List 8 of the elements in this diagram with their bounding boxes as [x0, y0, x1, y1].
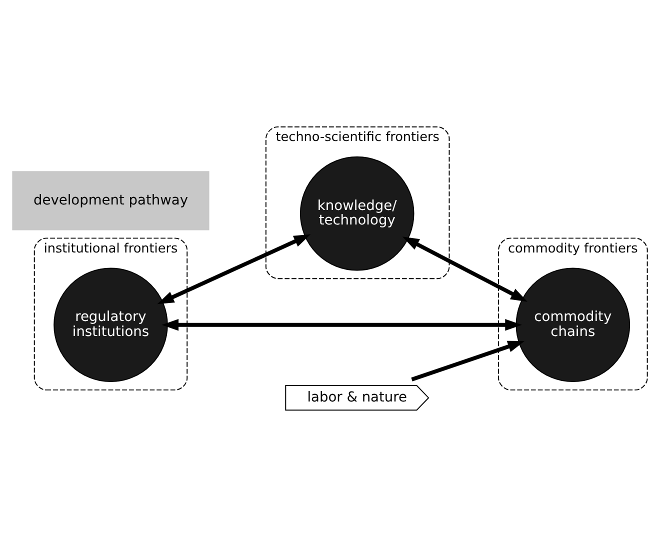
node-circle: commodity chains	[516, 267, 630, 382]
arrow	[162, 318, 522, 330]
arrow	[402, 236, 528, 302]
node-circle: knowledge/ technology	[300, 156, 414, 270]
node-circle: regulatory institutions	[54, 267, 168, 382]
arrow	[411, 340, 525, 381]
node-box: development pathway	[12, 170, 210, 230]
arrow	[157, 234, 311, 304]
